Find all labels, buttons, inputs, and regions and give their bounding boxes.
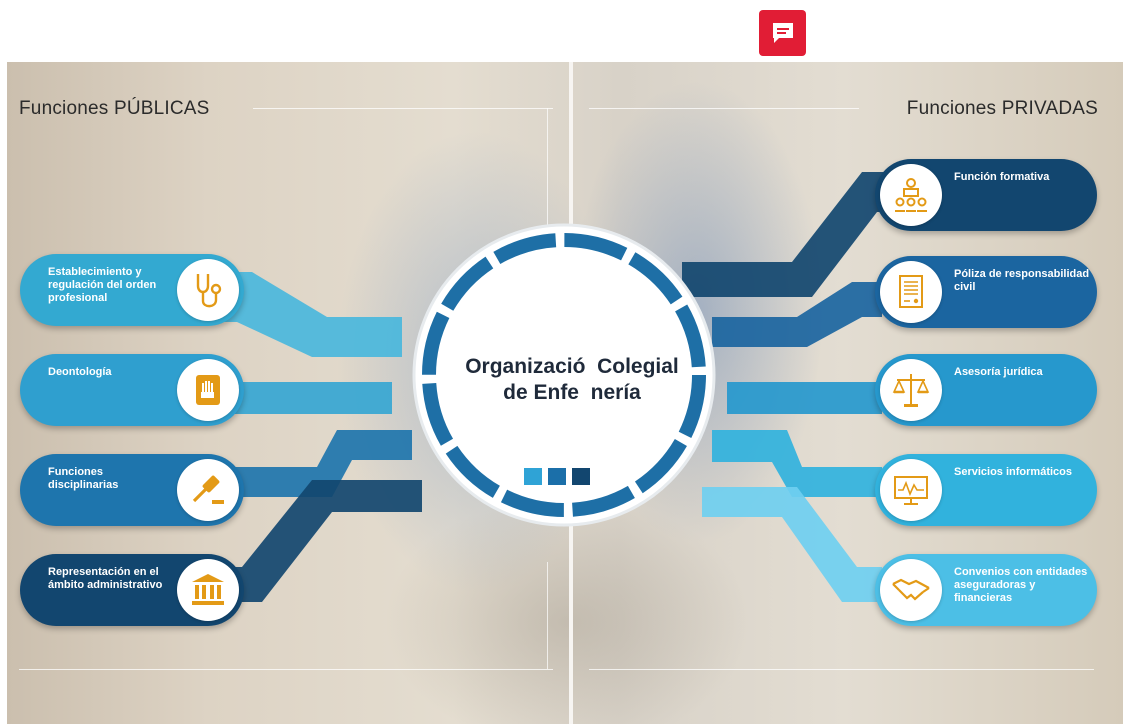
left-frame-line xyxy=(547,108,548,228)
training-icon xyxy=(895,178,927,212)
card-deontologia[interactable]: Deontología xyxy=(20,354,244,426)
center-title: Organizació Colegial de Enfe nería xyxy=(442,354,702,406)
center-title-line1: Organizació Colegial xyxy=(465,355,679,378)
icon-circle xyxy=(880,164,942,226)
card-orden-profesional[interactable]: Establecimiento y regulación del orden p… xyxy=(20,254,244,326)
card-label: Servicios informáticos xyxy=(954,466,1072,478)
card-formativa[interactable]: Función formativa xyxy=(875,159,1097,231)
icon-circle xyxy=(880,459,942,521)
connector-right-3 xyxy=(727,382,882,414)
card-label: Establecimiento y regulación del orden p… xyxy=(48,266,157,304)
document-icon xyxy=(899,275,923,308)
center-title-line2: de Enfe nería xyxy=(503,381,641,404)
card-label: Funciones disciplinarias xyxy=(48,466,119,491)
left-frame-line-bottom xyxy=(547,562,548,669)
monitor-icon xyxy=(894,476,928,505)
connector-right-4 xyxy=(712,430,882,497)
card-convenios[interactable]: Convenios con entidades aseguradoras y f… xyxy=(875,554,1097,626)
icon-circle xyxy=(177,559,239,621)
icon-circle xyxy=(177,459,239,521)
chat-button[interactable] xyxy=(759,10,806,56)
card-disciplinarias[interactable]: Funciones disciplinarias xyxy=(20,454,244,526)
right-title-rule xyxy=(589,108,859,109)
center-ring xyxy=(412,223,716,527)
card-representacion[interactable]: Representación en el ámbito administrati… xyxy=(20,554,244,626)
connector-right-5 xyxy=(702,487,882,602)
public-functions-title: Funciones PÚBLICAS xyxy=(19,98,210,119)
card-poliza[interactable]: Póliza de responsabilidad civil xyxy=(875,256,1097,328)
connector-left-2 xyxy=(232,382,392,414)
icon-circle xyxy=(880,261,942,323)
courthouse-icon xyxy=(192,574,224,605)
left-bottom-rule xyxy=(19,669,553,670)
connector-left-3 xyxy=(232,430,412,497)
private-functions-title: Funciones PRIVADAS xyxy=(906,98,1098,119)
card-label: Representación en el ámbito administrati… xyxy=(48,566,163,591)
connectors xyxy=(222,172,887,602)
card-label: Deontología xyxy=(48,366,112,378)
stethoscope-icon xyxy=(196,274,222,308)
chat-comment-icon xyxy=(772,23,793,43)
infographic: Funciones PÚBLICAS Funciones PRIVADAS xyxy=(7,62,1123,724)
gavel-icon xyxy=(192,475,224,504)
scales-icon xyxy=(892,374,930,407)
card-label: Asesoría jurídica xyxy=(954,366,1043,378)
icon-circle xyxy=(177,259,239,321)
connector-right-2 xyxy=(712,282,882,347)
connector-right-1 xyxy=(682,172,887,297)
connector-left-1 xyxy=(222,272,402,357)
handshake-icon xyxy=(892,578,930,601)
center-square-2 xyxy=(548,468,566,485)
icon-circle xyxy=(177,359,239,421)
card-label: Póliza de responsabilidad civil xyxy=(954,268,1090,293)
card-label: Función formativa xyxy=(954,171,1050,183)
card-label: Convenios con entidades aseguradoras y f… xyxy=(954,566,1088,604)
hand-book-icon xyxy=(196,375,220,405)
center-square-1 xyxy=(524,468,542,485)
center-square-3 xyxy=(572,468,590,485)
card-informaticos[interactable]: Servicios informáticos xyxy=(875,454,1097,526)
left-title-rule xyxy=(253,108,553,109)
icon-circle xyxy=(880,559,942,621)
icon-circle xyxy=(880,359,942,421)
card-asesoria[interactable]: Asesoría jurídica xyxy=(875,354,1097,426)
right-bottom-rule xyxy=(589,669,1094,670)
connector-left-4 xyxy=(222,480,422,602)
